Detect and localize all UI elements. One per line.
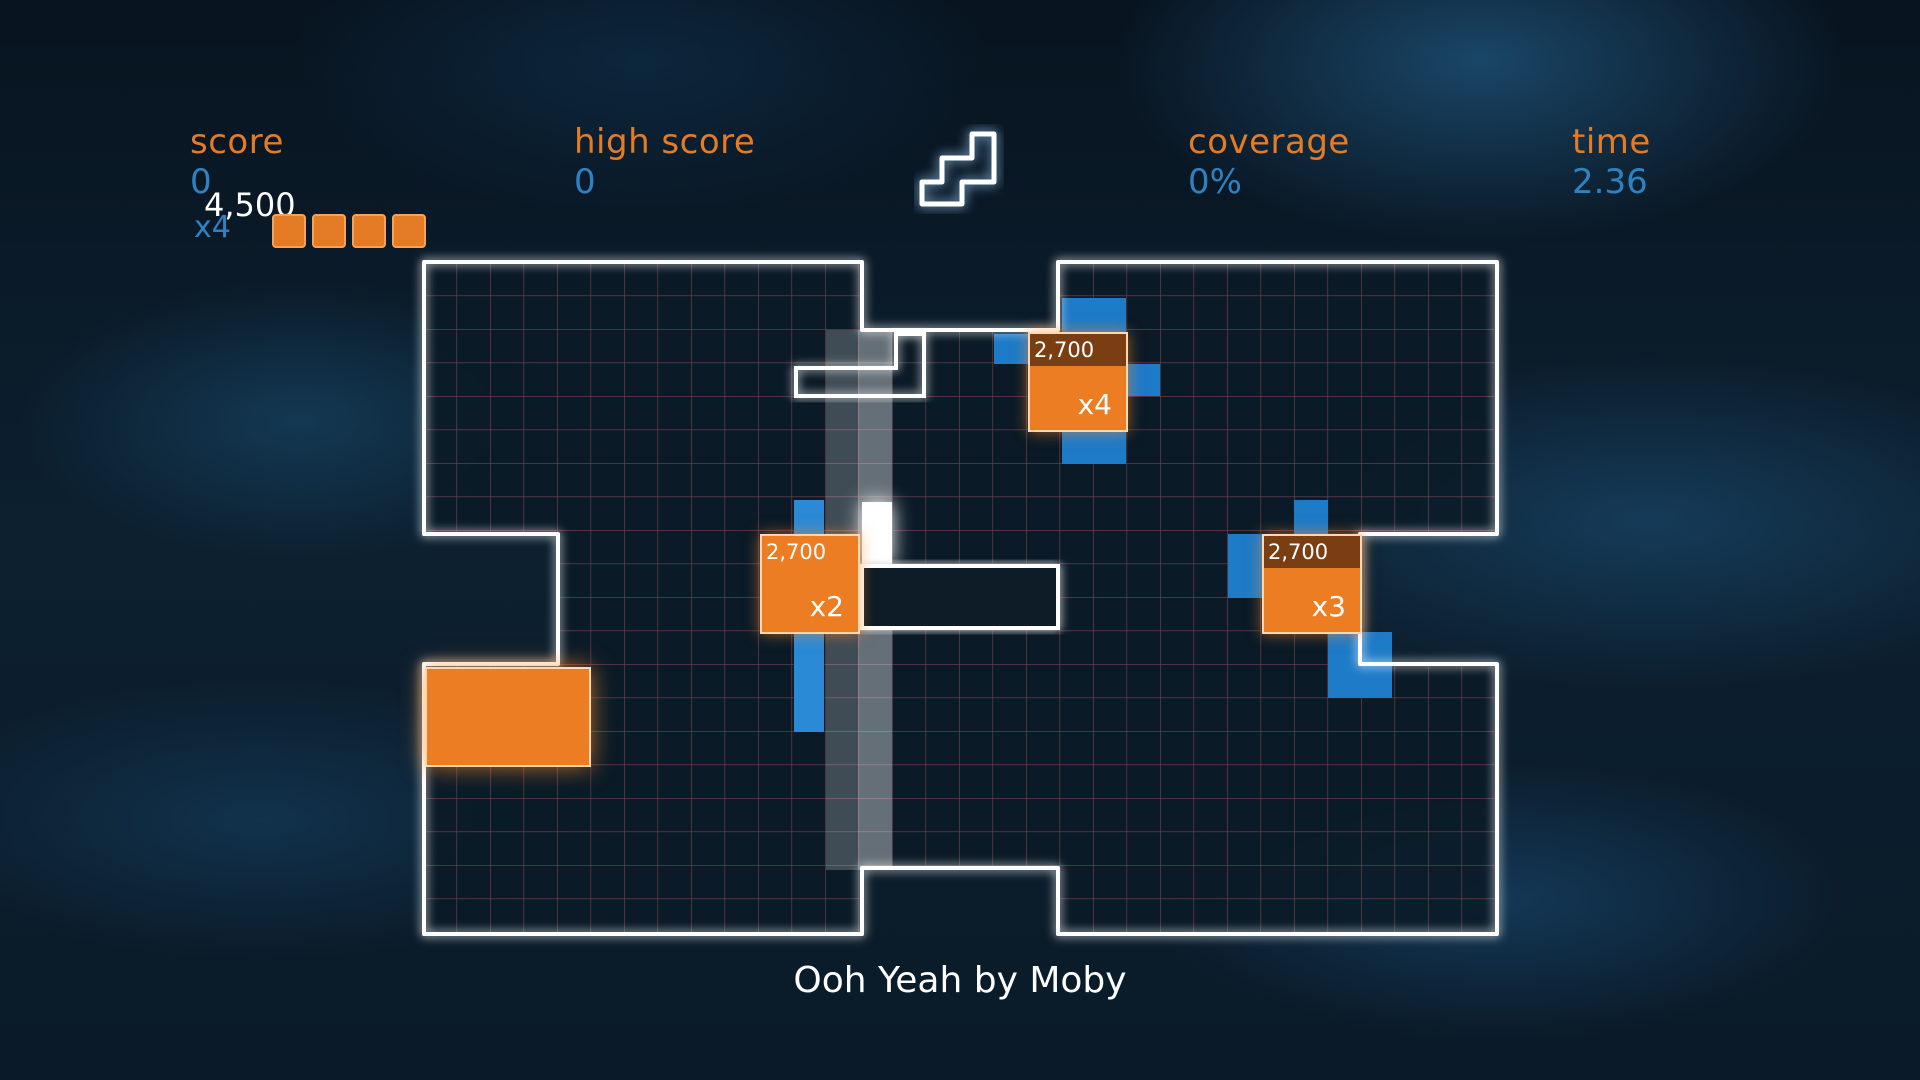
time-label: time	[1572, 122, 1651, 162]
high-score-label: high score	[574, 122, 756, 162]
card-multiplier: x4	[1030, 366, 1126, 430]
score-card: 2,700 x3	[1262, 534, 1362, 634]
score-label: score	[190, 122, 284, 162]
score-card: 2,700 x4	[1028, 332, 1128, 432]
card-points: 2,700	[1264, 536, 1360, 570]
time-value: 2.36	[1572, 162, 1648, 202]
chain-block	[392, 214, 426, 248]
score-value: 0	[190, 162, 212, 202]
combo-multiplier: x4	[194, 210, 231, 245]
card-multiplier: x3	[1264, 568, 1360, 632]
card-points: 2,700	[1030, 334, 1126, 368]
card-multiplier: x2	[762, 568, 858, 632]
chain-block	[352, 214, 386, 248]
chain-block	[272, 214, 306, 248]
coverage-value: 0%	[1188, 162, 1242, 202]
blue-piece	[994, 298, 1160, 464]
now-playing-song: Ooh Yeah by Moby	[793, 960, 1127, 1001]
score-card: 2,700 x2	[760, 534, 860, 634]
blue-piece	[1228, 500, 1392, 698]
card-points: 2,700	[762, 536, 858, 570]
high-score-value: 0	[574, 162, 596, 202]
coverage-label: coverage	[1188, 122, 1350, 162]
s-tetromino-outline-icon	[919, 131, 997, 207]
chain-block	[312, 214, 346, 248]
blue-piece	[794, 500, 824, 732]
